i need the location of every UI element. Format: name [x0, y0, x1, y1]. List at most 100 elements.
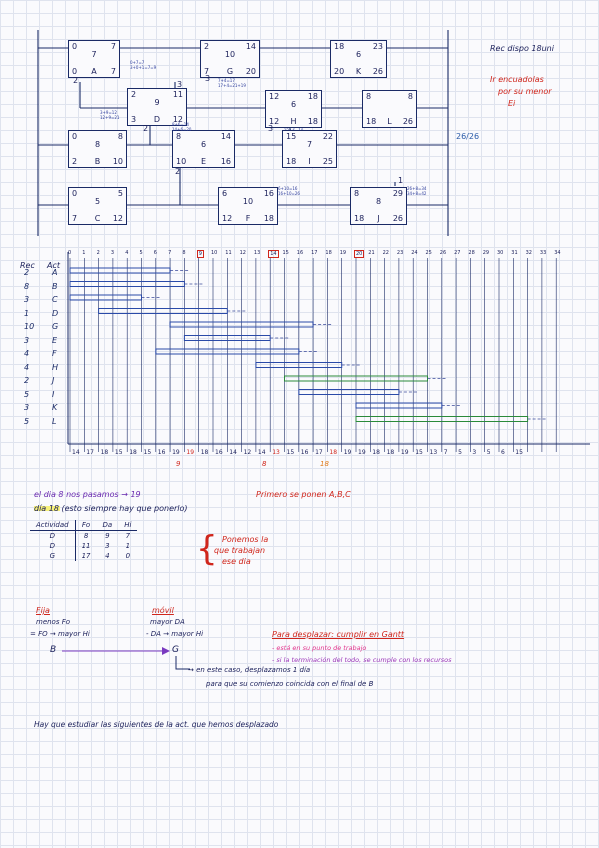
day-total: 17: [86, 449, 94, 456]
row-resources: 1: [24, 308, 30, 318]
total-under: 9: [176, 460, 181, 468]
row-activity: I: [52, 389, 55, 399]
row-activity: H: [52, 362, 59, 372]
node-a-lf: 7: [110, 67, 116, 76]
table-cell: 7: [125, 532, 131, 540]
row-activity: A: [52, 268, 58, 277]
node-h-es: 12: [269, 92, 280, 101]
node-c-ls: 5: [117, 189, 123, 198]
node-i-ef: 18: [286, 157, 297, 166]
row-activity: B: [52, 281, 58, 291]
gantt-bar: [298, 389, 400, 395]
day-label: 11: [225, 250, 232, 256]
table-row: D 8 9 7: [30, 530, 137, 541]
row-resources: 8: [24, 281, 30, 291]
node-b-dur: 8: [94, 140, 101, 149]
gantt-bar: [98, 308, 228, 314]
node-k-lf: 26: [372, 67, 383, 76]
day-label: 9: [196, 250, 204, 258]
day-label: 22: [382, 250, 389, 256]
day-label: 32: [525, 250, 532, 256]
day-total: 16: [215, 449, 223, 456]
row-resources: 5: [24, 389, 30, 399]
day-label: 19: [339, 250, 347, 256]
node-b-lf: 10: [112, 157, 123, 166]
node-b: 0 8 8 2 B 10: [68, 130, 127, 168]
day-total: 3: [472, 449, 477, 456]
activity-table: Actividad Fo Da Hi D 8 9 7 D 11 3 1 G 17…: [30, 520, 138, 561]
day-label: 20: [354, 250, 365, 258]
day-total: 13: [429, 449, 438, 456]
day-label: 3: [110, 250, 115, 256]
day-total: 18: [372, 449, 380, 456]
row-resources: 2: [24, 376, 30, 385]
caso-line: → en este caso, desplazamos 1 día: [188, 666, 311, 674]
node-l-label: L: [387, 117, 392, 126]
node-j-ef: 18: [354, 214, 365, 223]
row-resources: 3: [24, 295, 30, 304]
node-f-es: 6: [222, 189, 228, 198]
brace-note: Ponemos la que trabajan ese dia: [214, 534, 268, 567]
node-a-ls: 7: [110, 42, 116, 51]
node-a-es: 0: [72, 42, 78, 51]
gantt-header-rec: Rec: [20, 261, 35, 270]
node-c-es: 0: [72, 189, 78, 198]
day-total: 16: [300, 449, 309, 456]
fija-title: Fija: [36, 606, 50, 615]
node-a-ef: 0: [72, 67, 78, 76]
node-f-ef: 12: [222, 214, 233, 223]
finish-label: 26/26: [456, 132, 480, 141]
row-resources: 4: [24, 349, 30, 358]
table-cell: 4: [105, 552, 110, 560]
edge-label: 3: [205, 74, 211, 83]
node-k-label: K: [355, 67, 362, 76]
node-c-dur: 5: [94, 197, 101, 206]
row-resources: 5: [24, 416, 30, 426]
node-i-lf: 25: [322, 157, 333, 166]
day-total: 19: [358, 449, 366, 456]
day-label: 10: [211, 250, 218, 256]
arrow-icon: [62, 647, 170, 655]
node-d-note: 3+9=12 12+9=21: [100, 110, 120, 120]
node-j-dur: 8: [375, 197, 382, 206]
day-total: 19: [343, 449, 352, 456]
edge-label: 1: [398, 176, 404, 185]
node-d-es: 2: [131, 90, 137, 99]
edge-label: 2: [143, 124, 149, 133]
day-total: 13: [272, 449, 280, 456]
gantt-bar: [69, 267, 171, 274]
day-label: 28: [468, 250, 475, 256]
node-l-ls: 8: [407, 92, 413, 101]
edge-label: 2: [175, 167, 181, 176]
brace-note-line: Ponemos la: [222, 535, 269, 544]
node-f-note: 6+10=16 16+10=26: [278, 186, 300, 196]
day-total: 18: [329, 449, 338, 456]
notes-section: el dia 8 nos pasamos → 19 Primero se pon…: [0, 480, 599, 840]
table-header-row: Actividad Fo Da Hi: [30, 520, 138, 531]
node-e-note: 8+6=14 14+6=20: [172, 122, 192, 132]
note-line-1-red: Primero se ponen A,B,C: [256, 490, 351, 499]
node-f-label: F: [245, 214, 251, 223]
node-a-label: A: [91, 67, 97, 76]
despl-line: - si la terminación del todo, se cumple …: [272, 656, 452, 664]
day-total: 19: [172, 449, 180, 456]
edge-label: 3: [268, 124, 274, 133]
node-i: 15 22 7 18 I 25: [282, 130, 337, 168]
node-h-ef: 12: [269, 117, 280, 126]
note-line-2: día 18 (esto siempre hay que ponerlo): [34, 504, 188, 513]
node-l-es: 8: [366, 92, 372, 101]
day-label: 14: [268, 250, 279, 258]
day-total: 14: [72, 449, 80, 456]
node-d-label: D: [153, 115, 161, 124]
table-cell: 8: [83, 532, 89, 540]
node-k-dur: 6: [355, 50, 362, 59]
node-k-ef: 20: [334, 67, 345, 76]
note-line-1: el dia 8 nos pasamos → 19: [34, 490, 141, 499]
node-e-ef: 10: [176, 157, 187, 166]
node-g: 2 14 10 7 G 20: [200, 40, 260, 78]
edge-label: 2: [73, 76, 79, 85]
day-total: 15: [515, 449, 523, 456]
row-activity: K: [52, 403, 58, 412]
node-a-note: 0+7=7 3+0+1=7=9: [130, 60, 157, 70]
gantt-header-act: Act: [47, 261, 61, 270]
